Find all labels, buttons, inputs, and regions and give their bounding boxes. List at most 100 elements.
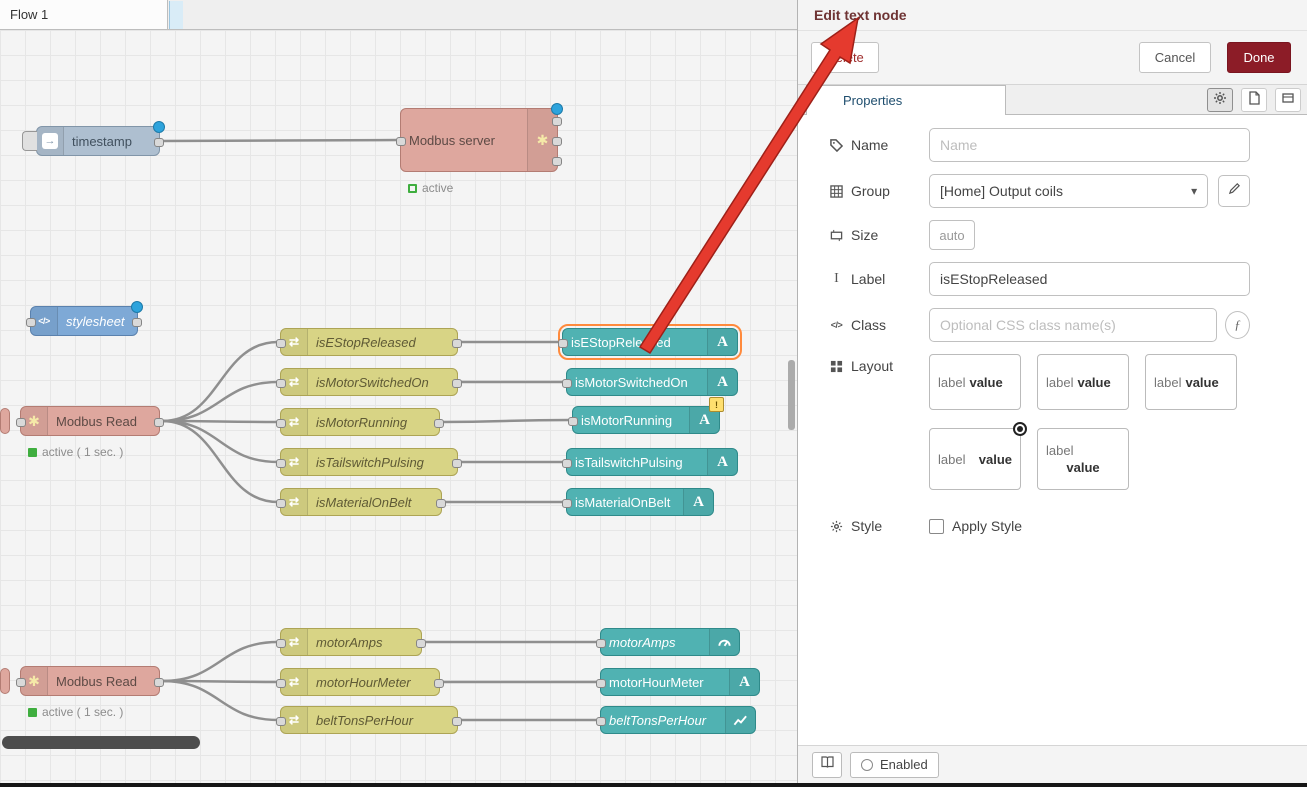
input-port[interactable] bbox=[276, 338, 286, 348]
output-port[interactable] bbox=[452, 378, 462, 388]
status-indicator bbox=[28, 447, 37, 457]
input-port[interactable] bbox=[558, 338, 568, 348]
chart-icon bbox=[725, 707, 755, 733]
layout-option-row-right[interactable]: label value bbox=[1145, 354, 1237, 410]
node-change-isTailswitchPulsing[interactable]: ⇄isTailswitchPulsing bbox=[276, 448, 462, 476]
node-change-isMaterialOnBelt[interactable]: ⇄isMaterialOnBelt bbox=[276, 488, 446, 516]
output-port[interactable] bbox=[416, 638, 426, 648]
node-description-button[interactable] bbox=[1241, 88, 1267, 112]
input-port[interactable] bbox=[26, 317, 36, 327]
input-port[interactable] bbox=[16, 417, 26, 427]
output-port[interactable] bbox=[436, 498, 446, 508]
node-label: isMaterialOnBelt bbox=[316, 494, 412, 510]
output-port[interactable] bbox=[452, 338, 462, 348]
layout-selected-radio[interactable] bbox=[1013, 422, 1027, 436]
node-modbus-server[interactable]: Modbus server✱ bbox=[396, 103, 563, 172]
input-port[interactable] bbox=[562, 378, 572, 388]
node-settings-button[interactable] bbox=[1207, 88, 1233, 112]
class-input[interactable] bbox=[929, 308, 1217, 342]
node-change-motorHourMeter[interactable]: ⇄motorHourMeter bbox=[276, 668, 444, 696]
apply-style-checkbox[interactable] bbox=[929, 518, 944, 534]
node-appearance-button[interactable] bbox=[1275, 88, 1301, 112]
input-port[interactable] bbox=[396, 136, 406, 146]
output-port[interactable] bbox=[154, 137, 164, 147]
output-port[interactable] bbox=[552, 116, 562, 126]
output-port[interactable] bbox=[552, 136, 562, 146]
output-port[interactable] bbox=[154, 677, 164, 687]
wires-layer bbox=[158, 138, 600, 722]
node-modbus-read-2[interactable]: ✱Modbus Read bbox=[16, 666, 164, 696]
layout-option-row-center[interactable]: label value bbox=[1037, 354, 1129, 410]
node-enabled-toggle[interactable]: Enabled bbox=[850, 751, 939, 778]
node-change-isMotorSwitchedOn[interactable]: ⇄isMotorSwitchedOn bbox=[276, 368, 462, 396]
canvas-vertical-scrollbar[interactable] bbox=[788, 360, 795, 430]
node-modbus-read-1[interactable]: ✱Modbus Read bbox=[16, 406, 164, 436]
canvas-horizontal-scrollbar[interactable] bbox=[2, 736, 200, 749]
input-port[interactable] bbox=[562, 458, 572, 468]
input-port[interactable] bbox=[596, 716, 606, 726]
input-port[interactable] bbox=[276, 716, 286, 726]
label-field-label: I Label bbox=[829, 271, 929, 287]
size-auto-button[interactable]: auto bbox=[929, 220, 975, 250]
node-change-motorAmps[interactable]: ⇄motorAmps bbox=[276, 628, 426, 656]
output-port[interactable] bbox=[434, 678, 444, 688]
done-button[interactable]: Done bbox=[1227, 42, 1291, 73]
delete-button[interactable]: Delete bbox=[811, 42, 879, 73]
node-change-isMotorRunning[interactable]: ⇄isMotorRunning bbox=[276, 408, 444, 436]
input-port[interactable] bbox=[562, 498, 572, 508]
input-port[interactable] bbox=[596, 638, 606, 648]
edit-group-button[interactable] bbox=[1218, 175, 1250, 207]
label-input[interactable] bbox=[929, 262, 1250, 296]
output-port[interactable] bbox=[434, 418, 444, 428]
toggle-circle-icon bbox=[861, 758, 873, 771]
output-port[interactable] bbox=[154, 417, 164, 427]
docs-button[interactable] bbox=[812, 751, 842, 778]
output-port[interactable] bbox=[552, 156, 562, 166]
node-change-beltTonsPerHour[interactable]: ⇄beltTonsPerHour bbox=[276, 706, 462, 734]
input-port[interactable] bbox=[276, 378, 286, 388]
node-stylesheet[interactable]: </>stylesheet bbox=[26, 301, 143, 336]
inject-button[interactable] bbox=[22, 131, 37, 151]
node-offscreen-left-1[interactable] bbox=[0, 408, 10, 434]
node-inject-timestamp[interactable]: →timestamp bbox=[22, 121, 165, 156]
cancel-button[interactable]: Cancel bbox=[1139, 42, 1211, 73]
changed-dot bbox=[551, 103, 563, 115]
input-port[interactable] bbox=[276, 638, 286, 648]
class-picker-button[interactable]: ƒ bbox=[1224, 311, 1250, 339]
node-text-beltTonsPerHour[interactable]: beltTonsPerHour bbox=[596, 706, 756, 734]
bottom-strip bbox=[0, 783, 1307, 787]
field-row-size: Size auto bbox=[829, 220, 1250, 250]
node-change-isEStopReleased[interactable]: ⇄isEStopReleased bbox=[276, 328, 462, 356]
wire bbox=[160, 679, 280, 722]
input-port[interactable] bbox=[16, 677, 26, 687]
name-input[interactable] bbox=[929, 128, 1250, 162]
output-port[interactable] bbox=[452, 716, 462, 726]
input-port[interactable] bbox=[276, 498, 286, 508]
tab-flow-1[interactable]: Flow 1 bbox=[0, 0, 168, 29]
input-port[interactable] bbox=[276, 418, 286, 428]
node-label: beltTonsPerHour bbox=[316, 712, 414, 728]
output-port[interactable] bbox=[452, 458, 462, 468]
input-port[interactable] bbox=[596, 678, 606, 688]
document-icon bbox=[1247, 90, 1261, 110]
layout-option-column[interactable]: label value bbox=[1037, 428, 1129, 490]
input-port[interactable] bbox=[276, 458, 286, 468]
output-port[interactable] bbox=[132, 317, 142, 327]
layout-option-row-left[interactable]: label value bbox=[929, 354, 1021, 410]
wire bbox=[160, 340, 280, 423]
node-text-motorAmps[interactable]: motorAmps bbox=[596, 628, 740, 656]
group-select[interactable]: [Home] Output coils ▾ bbox=[929, 174, 1209, 208]
input-port[interactable] bbox=[276, 678, 286, 688]
node-label: isMotorSwitchedOn bbox=[316, 374, 429, 390]
node-offscreen-left-2[interactable] bbox=[0, 668, 10, 694]
input-port[interactable] bbox=[568, 416, 578, 426]
tab-properties[interactable]: Properties bbox=[806, 85, 1006, 115]
layout-option-row-spread[interactable]: label value bbox=[929, 422, 1027, 490]
